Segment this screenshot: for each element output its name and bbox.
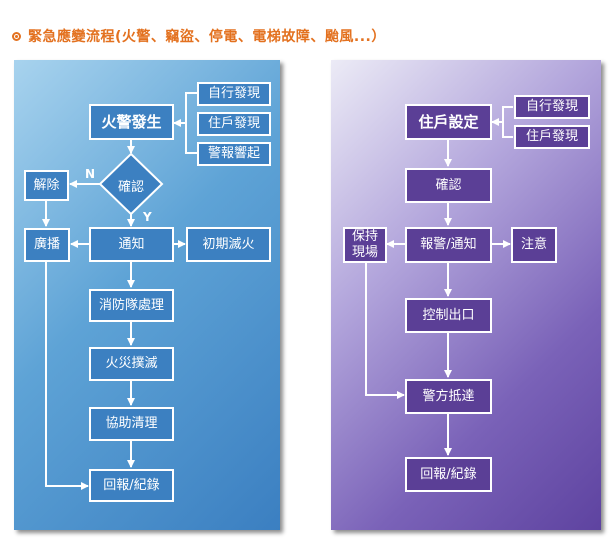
res-attention-node: 注意 <box>511 227 557 263</box>
res-keep-to-police <box>365 262 405 399</box>
yes-label: Y <box>143 210 152 224</box>
fire-broadcast-node: 廣播 <box>24 228 70 262</box>
res-control-node: 控制出口 <box>405 298 492 333</box>
page-title-text: 緊急應變流程(火警、竊盜、停電、電梯故障、颱風...） <box>28 29 386 45</box>
bullet-icon <box>12 31 21 41</box>
res-keep-node: 保持 現場 <box>343 227 387 263</box>
fire-source-alarm: 警報響起 <box>197 142 271 166</box>
fire-source-self: 自行發現 <box>197 82 271 106</box>
res-source-bracket <box>502 106 513 138</box>
res-report-node: 回報/紀錄 <box>405 457 492 492</box>
fire-source-resident: 住戶發現 <box>197 112 271 136</box>
fire-extinguish-node: 火災撲滅 <box>89 347 174 381</box>
fire-team-node: 消防隊處理 <box>89 289 174 322</box>
fire-decision-diamond <box>98 152 164 216</box>
res-confirm-node: 確認 <box>405 168 492 203</box>
fire-confirm-label: 確認 <box>117 180 144 195</box>
res-notify-node: 報警/通知 <box>405 227 492 263</box>
res-source-resident: 住戶發現 <box>514 125 590 149</box>
res-keep-line2: 現場 <box>351 245 378 260</box>
res-police-node: 警方抵達 <box>405 379 492 414</box>
fire-source-bracket <box>185 92 197 154</box>
fire-cleanup-node: 協助清理 <box>89 407 174 441</box>
fire-report-node: 回報/紀錄 <box>89 469 174 502</box>
fire-dismiss-node: 解除 <box>24 170 69 201</box>
page-title: 緊急應變流程(火警、竊盜、停電、電梯故障、颱風...） <box>12 26 386 46</box>
fire-start-node: 火警發生 <box>89 104 174 140</box>
fire-broadcast-to-report <box>45 262 89 490</box>
fire-initial-node: 初期滅火 <box>186 227 271 262</box>
fire-notify-node: 通知 <box>89 227 174 262</box>
res-keep-line1: 保持 <box>351 229 378 244</box>
res-start-node: 住戶設定 <box>405 104 492 140</box>
no-label: N <box>85 167 96 181</box>
res-source-self: 自行發現 <box>514 95 590 119</box>
